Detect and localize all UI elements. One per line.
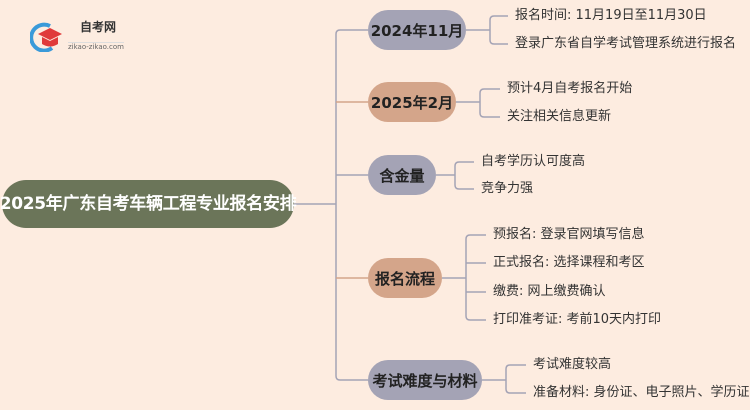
leaf: 准备材料: 身份证、电子照片、学历证明: [533, 385, 750, 400]
branch-2024-nov[interactable]: 2024年11月: [368, 10, 466, 50]
leaf: 考试难度较高: [533, 357, 612, 372]
leaf: 报名时间: 11月19日至11月30日: [515, 8, 707, 23]
leaf: 登录广东省自学考试管理系统进行报名: [515, 36, 737, 51]
leaf: 正式报名: 选择课程和考区: [493, 255, 645, 270]
branch-value[interactable]: 含金量: [368, 155, 436, 195]
leaf: 竞争力强: [481, 181, 534, 196]
branch-process[interactable]: 报名流程: [368, 258, 442, 298]
root-node[interactable]: 2025年广东自考车辆工程专业报名安排: [0, 180, 297, 228]
branch-difficulty-materials[interactable]: 考试难度与材料: [368, 360, 482, 400]
leaf: 自考学历认可度高: [481, 154, 586, 169]
graduation-cap-icon: [30, 22, 62, 52]
leaf: 缴费: 网上缴费确认: [493, 284, 606, 299]
leaf: 关注相关信息更新: [507, 109, 612, 124]
logo-url: zikao-zikao.com: [68, 42, 124, 51]
leaf: 预计4月自考报名开始: [507, 81, 633, 96]
leaf: 打印准考证: 考前10天内打印: [493, 312, 662, 327]
leaf: 预报名: 登录官网填写信息: [493, 227, 645, 242]
logo-name: 自考网: [80, 20, 117, 34]
logo: 自考网 zikao-zikao.com: [30, 20, 140, 54]
branch-2025-feb[interactable]: 2025年2月: [368, 82, 456, 122]
